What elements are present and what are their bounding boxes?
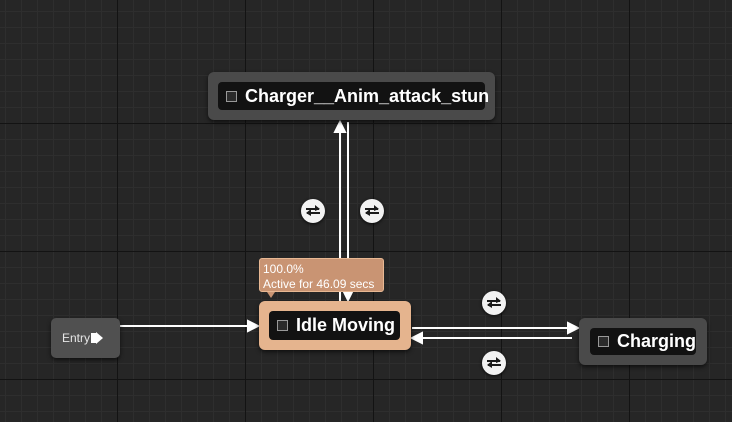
idle-to-attack-arrowhead [333, 119, 347, 133]
transition-arrows-icon [487, 357, 501, 368]
tooltip-active-time: Active for 46.09 secs [263, 277, 375, 291]
state-label: Charging [617, 331, 696, 351]
state-node-charger-anim-attack-stun[interactable]: Charger__Anim_attack_stun [208, 72, 495, 120]
entry-node[interactable]: Entry [51, 318, 120, 358]
transition-rule-icon[interactable] [482, 351, 506, 375]
active-state-tooltip: 100.0% Active for 46.09 secs [259, 258, 384, 298]
transition-rule-icon[interactable] [360, 199, 384, 223]
tooltip-weight: 100.0% [263, 262, 304, 276]
state-label: Idle Moving [296, 315, 395, 335]
charging-to-idle-arrowhead [409, 331, 423, 345]
state-node-charging[interactable]: Charging [579, 318, 707, 365]
transition-arrows-icon [306, 205, 320, 216]
state-label: Charger__Anim_attack_stun [245, 85, 490, 106]
transition-arrows-icon [487, 297, 501, 308]
state-icon [226, 90, 237, 102]
state-icon [277, 320, 288, 331]
state-node-idle-moving[interactable]: Idle Moving [259, 301, 411, 350]
transition-rule-icon[interactable] [482, 291, 506, 315]
state-icon [598, 336, 609, 347]
idle-to-charging-arrowhead [567, 321, 581, 335]
entry-exec-pin-icon[interactable] [91, 332, 104, 344]
transition-arrows-icon [365, 205, 379, 216]
entry-wire-arrowhead [247, 319, 261, 333]
entry-label: Entry [62, 331, 91, 345]
transition-rule-icon[interactable] [301, 199, 325, 223]
